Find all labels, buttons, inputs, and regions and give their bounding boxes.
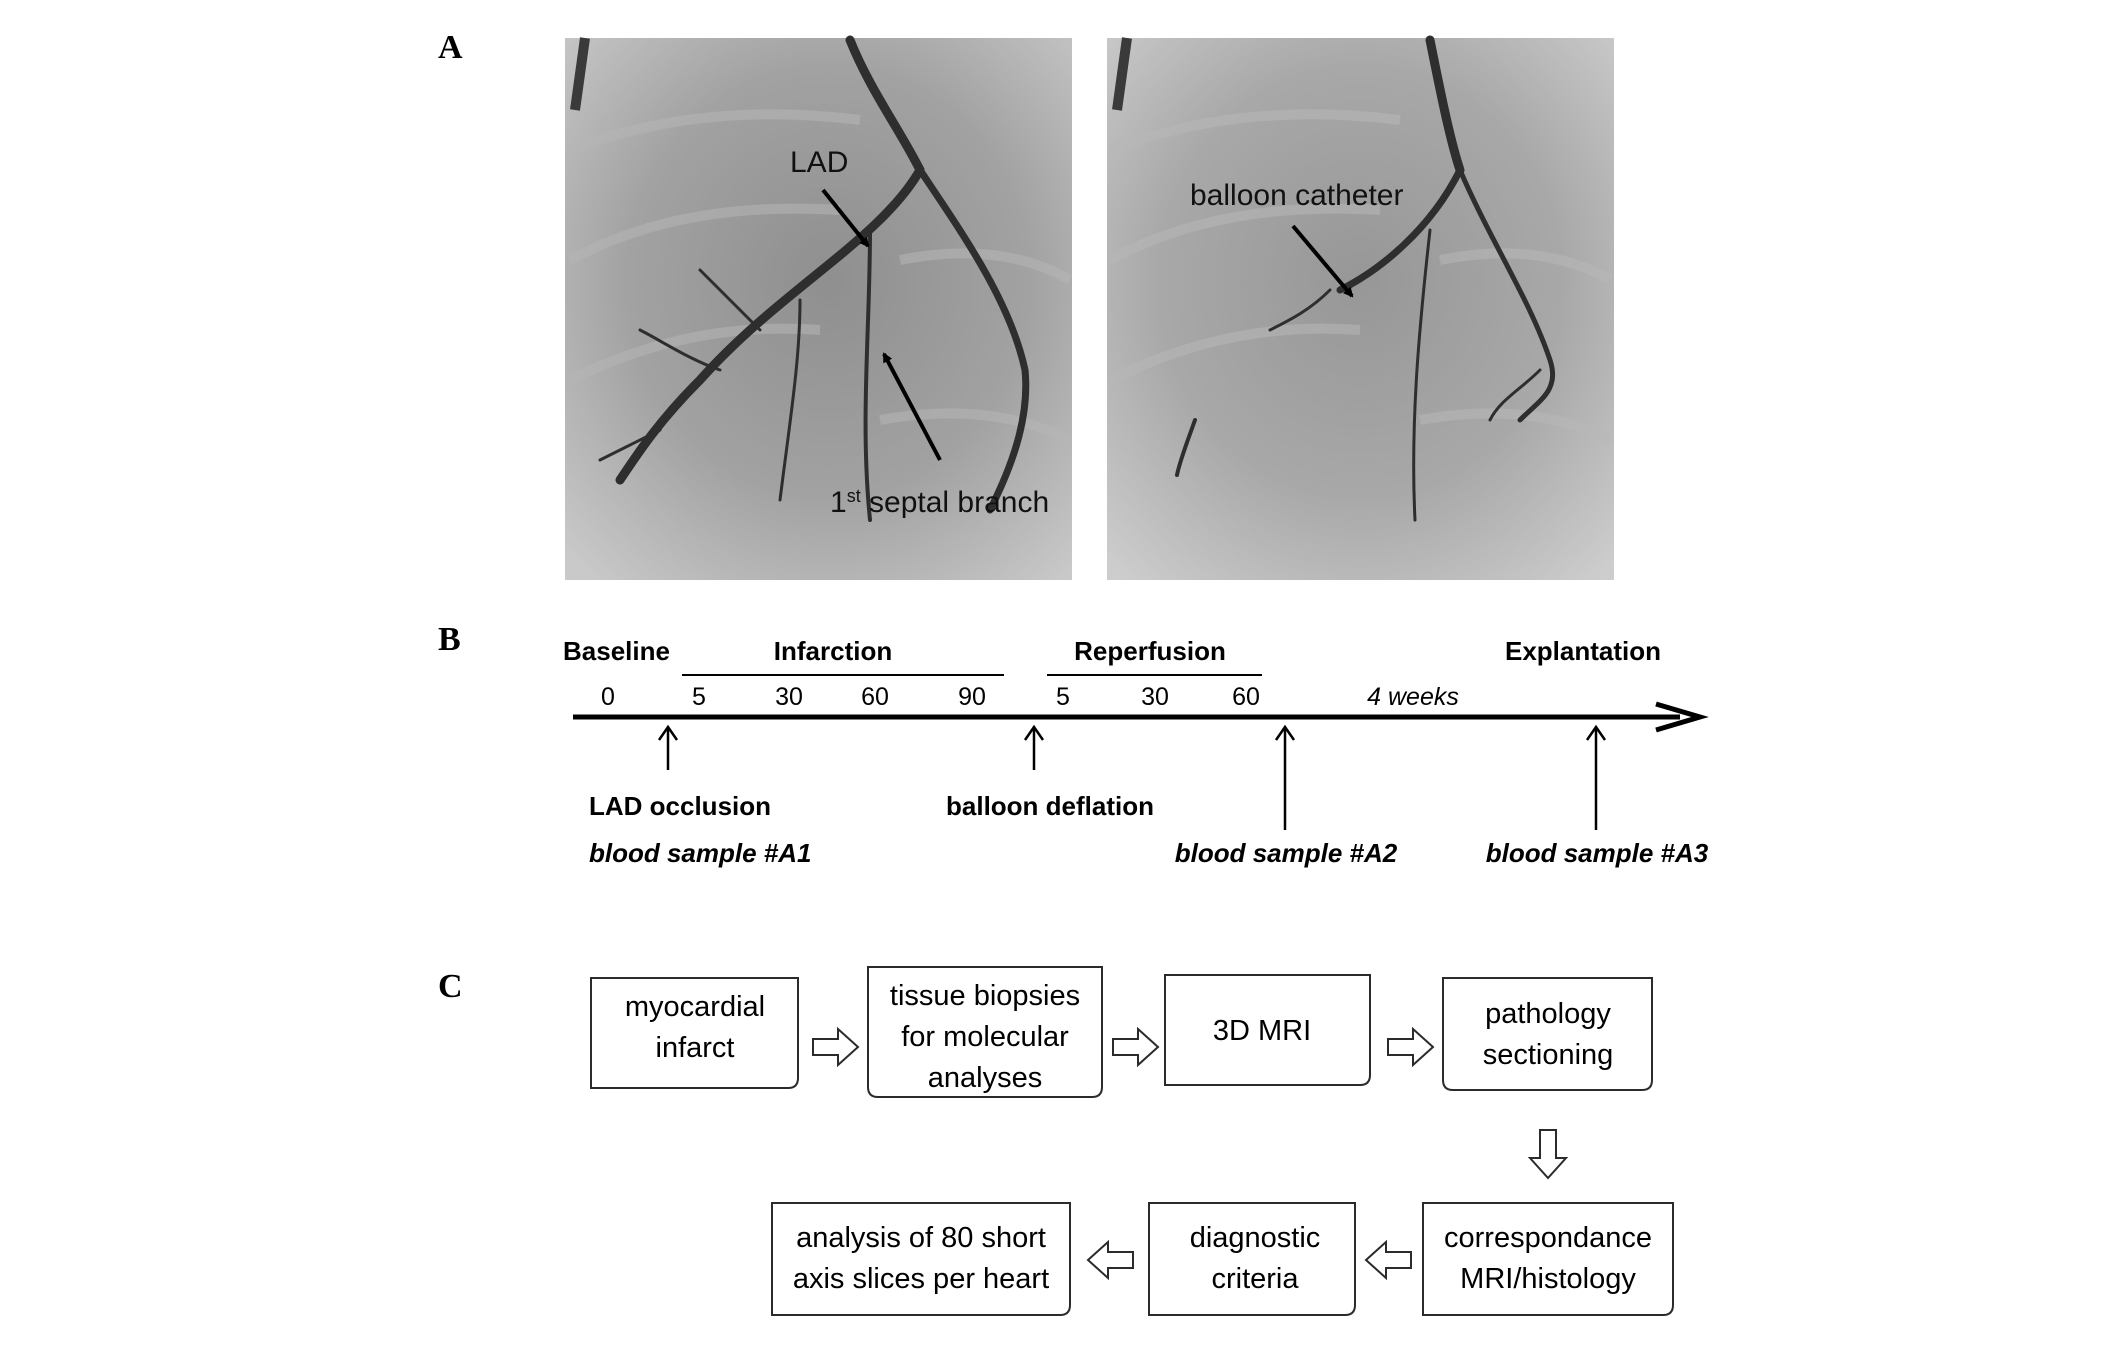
tick-infarction-5: 5 bbox=[692, 683, 706, 711]
coronary-vessels-left bbox=[598, 35, 1030, 522]
phase-baseline: Baseline bbox=[563, 636, 670, 666]
tick-infarction-90: 90 bbox=[958, 683, 986, 711]
flow-arrow-right-2 bbox=[1112, 1026, 1160, 1068]
tick-baseline-0: 0 bbox=[601, 683, 615, 711]
tick-reperfusion-60: 60 bbox=[1232, 683, 1260, 711]
box-correspondance: correspondance MRI/histology bbox=[1422, 1202, 1674, 1316]
tick-reperfusion-5: 5 bbox=[1056, 683, 1070, 711]
tick-reperfusion-30: 30 bbox=[1141, 683, 1169, 711]
event-arrows bbox=[657, 724, 1607, 830]
box-pathology-sectioning: pathology sectioning bbox=[1442, 977, 1653, 1091]
event-balloon-deflation: balloon deflation bbox=[946, 791, 1154, 821]
box-tissue-biopsies-line3: analyses bbox=[928, 1062, 1042, 1094]
flow-arrows bbox=[812, 1026, 1569, 1281]
arrowhead-balloon-deflation bbox=[1023, 724, 1045, 741]
label-lad: LAD bbox=[790, 146, 848, 179]
label-septal-suffix: septal branch bbox=[861, 486, 1049, 519]
phase-infarction: Infarction bbox=[774, 636, 892, 666]
arrow-lad bbox=[821, 188, 870, 248]
label-septal-prefix: 1 bbox=[830, 486, 847, 519]
box-analysis-slices: analysis of 80 short axis slices per hea… bbox=[771, 1202, 1071, 1316]
tick-infarction-60: 60 bbox=[861, 683, 889, 711]
arrow-balloon-catheter bbox=[1291, 224, 1354, 298]
event-sample-a1: blood sample #A1 bbox=[589, 838, 812, 868]
flow-arrow-right-3 bbox=[1387, 1026, 1435, 1068]
timeline: Baseline Infarction Reperfusion Explanta… bbox=[563, 636, 1709, 868]
workflow-flowchart: myocardial infarct tissue biopsies for m… bbox=[590, 966, 1674, 1316]
event-lad-occlusion: LAD occlusion bbox=[589, 791, 771, 821]
label-septal-branch: 1st septal branch bbox=[830, 486, 1049, 519]
arrow-septal-branch bbox=[882, 352, 942, 461]
label-septal-superscript: st bbox=[847, 486, 861, 506]
coronary-vessels-right bbox=[1175, 35, 1556, 522]
flow-arrow-right-1 bbox=[812, 1026, 860, 1068]
tick-4-weeks: 4 weeks bbox=[1367, 683, 1459, 711]
box-diagnostic-criteria: diagnostic criteria bbox=[1148, 1202, 1356, 1316]
phase-reperfusion: Reperfusion bbox=[1074, 636, 1226, 666]
angiogram-right: balloon catheter bbox=[1107, 35, 1614, 580]
arrowhead-sample-a3 bbox=[1585, 724, 1607, 741]
box-3d-mri-line1: 3D MRI bbox=[1213, 1015, 1311, 1047]
box-correspondance-line2: MRI/histology bbox=[1460, 1263, 1636, 1295]
box-myocardial-infarct-line1: myocardial bbox=[625, 991, 765, 1023]
event-sample-a2: blood sample #A2 bbox=[1175, 838, 1398, 868]
box-myocardial-infarct: myocardial infarct bbox=[590, 977, 799, 1089]
box-diagnostic-criteria-line1: diagnostic bbox=[1190, 1222, 1321, 1254]
box-tissue-biopsies-line1: tissue biopsies bbox=[890, 980, 1080, 1012]
timeline-arrowhead bbox=[1655, 701, 1709, 733]
arrowhead-lad-occlusion bbox=[657, 724, 679, 741]
label-balloon-catheter: balloon catheter bbox=[1190, 179, 1404, 212]
box-tissue-biopsies-line2: for molecular bbox=[901, 1021, 1069, 1053]
panel-label-c: C bbox=[438, 968, 463, 1005]
flow-arrow-left-2 bbox=[1086, 1239, 1134, 1281]
flow-arrow-down bbox=[1527, 1129, 1569, 1180]
angiogram-left: LAD 1st septal branch bbox=[565, 35, 1073, 580]
panel-label-b: B bbox=[438, 621, 461, 658]
box-pathology-sectioning-line1: pathology bbox=[1485, 998, 1611, 1030]
arrowhead-sample-a2 bbox=[1274, 724, 1296, 741]
box-correspondance-line1: correspondance bbox=[1444, 1222, 1652, 1254]
box-pathology-sectioning-line2: sectioning bbox=[1483, 1039, 1614, 1071]
box-analysis-slices-line1: analysis of 80 short bbox=[796, 1222, 1046, 1254]
box-diagnostic-criteria-line2: criteria bbox=[1211, 1263, 1299, 1295]
box-3d-mri: 3D MRI bbox=[1164, 974, 1371, 1086]
phase-explantation: Explantation bbox=[1505, 636, 1661, 666]
box-myocardial-infarct-line2: infarct bbox=[656, 1032, 735, 1064]
rib-shadows-left bbox=[567, 109, 1073, 445]
guide-catheter bbox=[570, 37, 590, 111]
guide-catheter-right bbox=[1112, 37, 1132, 111]
event-sample-a3: blood sample #A3 bbox=[1486, 838, 1709, 868]
box-tissue-biopsies: tissue biopsies for molecular analyses bbox=[867, 966, 1103, 1098]
box-analysis-slices-line2: axis slices per heart bbox=[793, 1263, 1049, 1295]
flow-arrow-left-1 bbox=[1364, 1239, 1412, 1281]
tick-infarction-30: 30 bbox=[775, 683, 803, 711]
panel-label-a: A bbox=[438, 29, 463, 66]
